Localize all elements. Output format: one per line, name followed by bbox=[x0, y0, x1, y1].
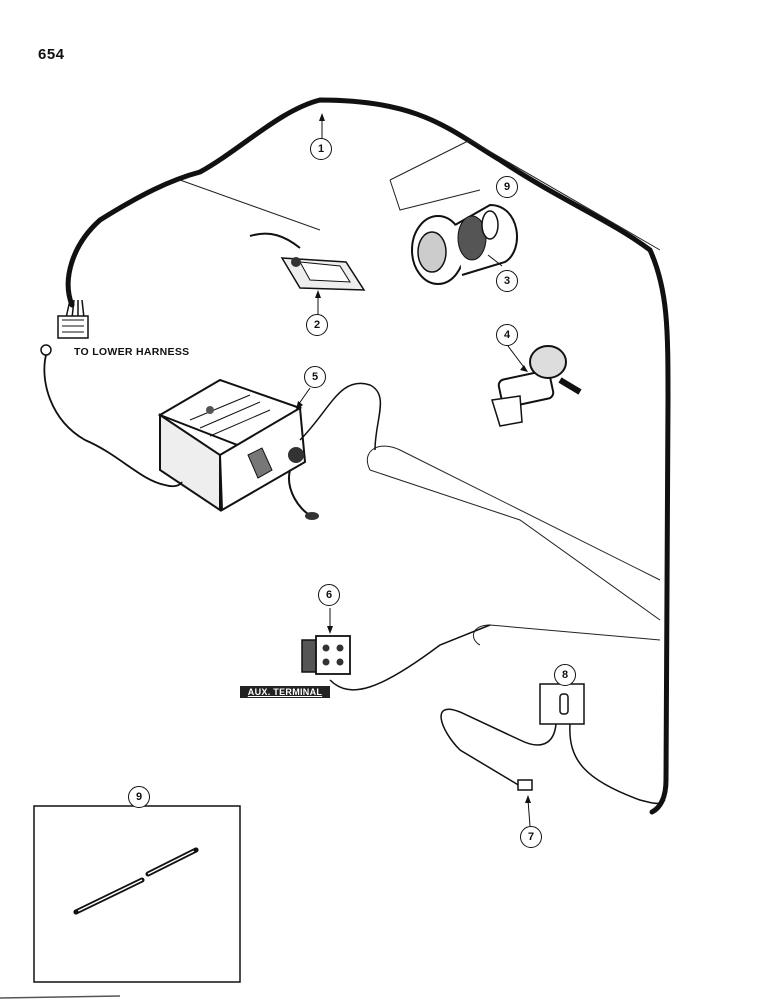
callout-8: 8 bbox=[554, 664, 576, 686]
aux-terminal-label: AUX. TERMINAL bbox=[240, 686, 330, 698]
dome-light bbox=[249, 232, 366, 291]
lower-harness-label: TO LOWER HARNESS bbox=[74, 346, 190, 358]
connector-plug bbox=[517, 779, 533, 791]
callout-3: 3 bbox=[496, 270, 518, 292]
power-lead-terminal bbox=[40, 344, 52, 356]
power-lead bbox=[43, 354, 183, 488]
callout-9-inset: 9 bbox=[128, 786, 150, 808]
callout-5: 5 bbox=[304, 366, 326, 388]
callout-7: 7 bbox=[520, 826, 542, 848]
main-harness-cable bbox=[65, 97, 671, 815]
heater-valve bbox=[491, 345, 582, 427]
jumper-wire bbox=[73, 847, 199, 915]
harness-connector-leads bbox=[65, 299, 85, 319]
callout-1: 1 bbox=[310, 138, 332, 160]
aux-terminal-switch bbox=[301, 635, 351, 675]
cab-outline-line bbox=[179, 139, 661, 646]
page-number: 654 bbox=[38, 46, 65, 63]
fuse bbox=[559, 693, 569, 715]
callout-2: 2 bbox=[306, 314, 328, 336]
radio-unit bbox=[157, 378, 307, 512]
blower-motor bbox=[411, 203, 518, 285]
switch-lead bbox=[329, 624, 491, 691]
harness-connector bbox=[57, 315, 89, 339]
inset-frame bbox=[33, 805, 241, 983]
callout-9: 9 bbox=[496, 176, 518, 198]
fuse-leads bbox=[440, 708, 666, 805]
callout-4: 4 bbox=[496, 324, 518, 346]
bottom-rule bbox=[0, 995, 121, 999]
callout-6: 6 bbox=[318, 584, 340, 606]
